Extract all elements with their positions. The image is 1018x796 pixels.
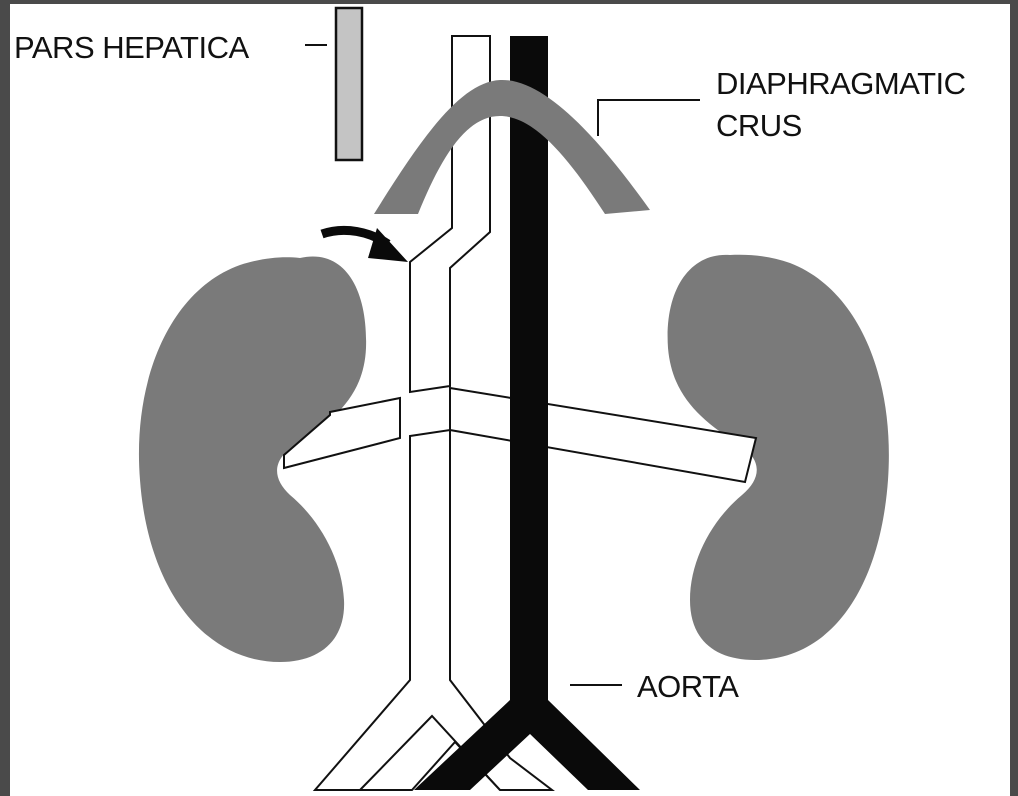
label-pars-hepatica: PARS HEPATICA	[14, 30, 249, 65]
label-aorta: AORTA	[637, 669, 739, 704]
label-diaphragmatic: DIAPHRAGMATIC	[716, 66, 966, 101]
label-crus: CRUS	[716, 108, 802, 143]
pars-hepatica-bar	[336, 8, 362, 160]
